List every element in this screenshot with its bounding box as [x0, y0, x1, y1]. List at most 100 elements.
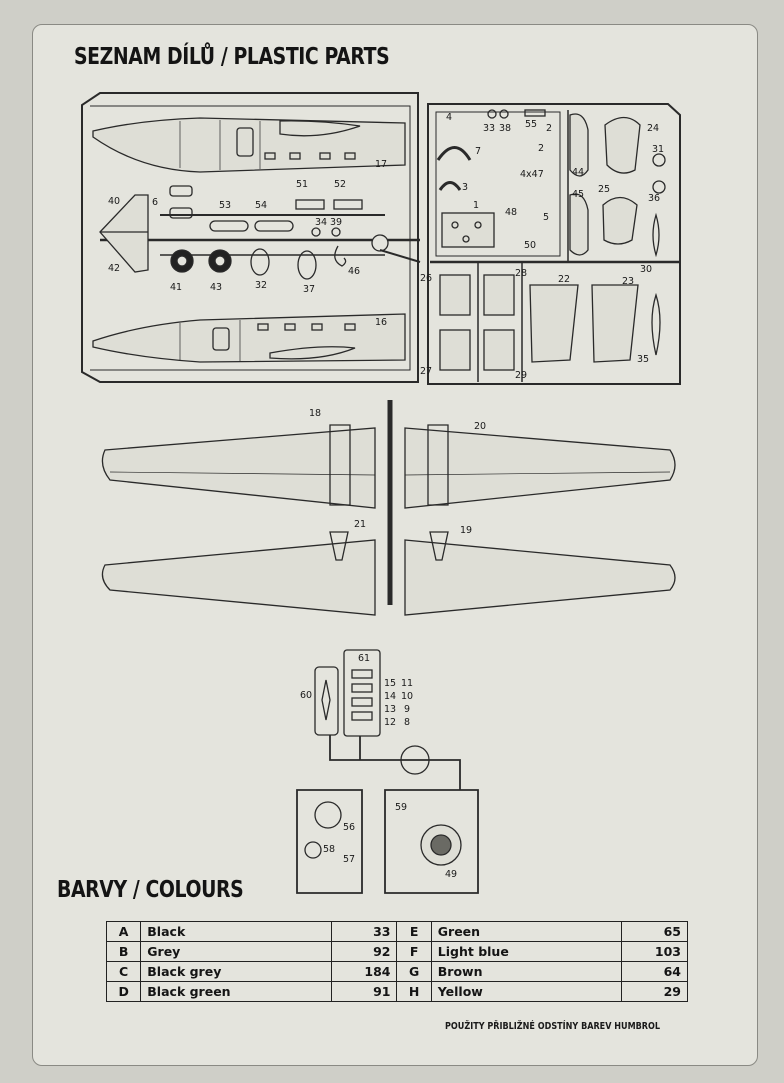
- part-label-30: 30: [640, 264, 652, 275]
- part-label-51: 51: [296, 179, 308, 190]
- part-label-26: 26: [420, 273, 432, 284]
- part-label-32: 32: [255, 280, 267, 291]
- part-label-50: 50: [524, 240, 536, 251]
- colour-row: B Grey 92 F Light blue 103: [105, 941, 688, 962]
- part-label-43: 43: [210, 282, 222, 293]
- part-label-59: 59: [395, 802, 407, 813]
- colours-title: BARVY / COLOURS: [57, 877, 244, 903]
- part-label-3: 3: [462, 182, 468, 193]
- part-label-37: 37: [303, 284, 315, 295]
- humbrol-number: 92: [330, 941, 398, 962]
- part-label-28: 28: [515, 268, 527, 279]
- part-label-18: 18: [309, 408, 321, 419]
- parts-title: SEZNAM DÍLŮ / PLASTIC PARTS: [74, 44, 390, 70]
- colour-name: Light blue: [430, 941, 623, 962]
- part-label-6: 6: [152, 197, 158, 208]
- part-labels: 17 16 40 42 6 53 54 51 52 34 39 41 43 32…: [108, 112, 664, 880]
- part-label-49: 49: [445, 869, 457, 880]
- part-label-14: 14: [384, 691, 396, 702]
- humbrol-number: 29: [621, 981, 688, 1002]
- humbrol-footnote: POUŽITY PŘIBLIŽNÉ ODSTÍNY BAREV HUMBROL: [445, 1021, 660, 1032]
- part-label-57: 57: [343, 854, 355, 865]
- part-label-42: 42: [108, 263, 120, 274]
- part-label-5: 5: [543, 212, 549, 223]
- colour-code: E: [396, 921, 432, 942]
- colour-name: Black green: [140, 981, 332, 1002]
- colour-code: G: [396, 961, 432, 982]
- part-label-46: 46: [348, 266, 360, 277]
- part-label-47: 4x47: [520, 169, 544, 180]
- part-label-54: 54: [255, 200, 267, 211]
- part-label-27: 27: [420, 366, 432, 377]
- colour-code: B: [105, 941, 142, 962]
- part-label-61: 61: [358, 653, 370, 664]
- part-label-23: 23: [622, 276, 634, 287]
- colour-name: Yellow: [430, 981, 623, 1002]
- humbrol-number: 91: [330, 981, 398, 1002]
- humbrol-number: 64: [621, 961, 688, 982]
- part-label-48: 48: [505, 207, 517, 218]
- part-label-11: 11: [401, 678, 413, 689]
- part-label-44: 44: [572, 167, 584, 178]
- part-label-9: 9: [404, 704, 410, 715]
- wing-lower-right-19: [404, 531, 676, 616]
- colour-name: Black: [140, 921, 332, 942]
- humbrol-number: 184: [330, 961, 398, 982]
- part-label-16: 16: [375, 317, 387, 328]
- part-label-40: 40: [108, 196, 120, 207]
- humbrol-number: 65: [621, 921, 688, 942]
- part-label-10: 10: [401, 691, 413, 702]
- part-label-13: 13: [384, 704, 396, 715]
- fuselage-half-17: [92, 117, 406, 173]
- colour-code: A: [105, 921, 142, 942]
- part-label-36: 36: [648, 193, 660, 204]
- part-label-52: 52: [334, 179, 346, 190]
- colour-code: D: [105, 981, 142, 1002]
- colour-name: Brown: [430, 961, 623, 982]
- colour-code: F: [396, 941, 432, 962]
- colour-table: A Black 33 E Green 65 B Grey 92 F Light …: [105, 921, 688, 1002]
- part-label-20: 20: [474, 421, 486, 432]
- sprue-frame-fuselage: [81, 92, 421, 383]
- part-label-53: 53: [219, 200, 231, 211]
- part-label-33: 33: [483, 123, 495, 134]
- humbrol-number: 33: [330, 921, 398, 942]
- part-label-2a: 2: [546, 123, 552, 134]
- fuselage-half-16: [92, 313, 406, 363]
- part-label-31: 31: [652, 144, 664, 155]
- part-label-25: 25: [598, 184, 610, 195]
- colour-row: C Black grey 184 G Brown 64: [105, 961, 688, 982]
- part-label-29: 29: [515, 370, 527, 381]
- part-label-4: 4: [446, 112, 452, 123]
- part-label-22: 22: [558, 274, 570, 285]
- colour-name: Green: [430, 921, 623, 942]
- humbrol-number: 103: [621, 941, 688, 962]
- sprue-frame-clear-parts: [296, 649, 479, 894]
- part-label-56: 56: [343, 822, 355, 833]
- part-label-60: 60: [300, 690, 312, 701]
- part-label-19: 19: [460, 525, 472, 536]
- part-label-45: 45: [572, 189, 584, 200]
- wing-lower-left-21: [101, 531, 376, 616]
- part-label-39: 39: [330, 217, 342, 228]
- colour-code: H: [396, 981, 432, 1002]
- part-label-24: 24: [647, 123, 659, 134]
- part-label-55: 55: [525, 119, 537, 130]
- part-label-17: 17: [375, 159, 387, 170]
- part-label-41: 41: [170, 282, 182, 293]
- colour-row: D Black green 91 H Yellow 29: [105, 981, 688, 1002]
- colour-name: Black grey: [140, 961, 332, 982]
- colour-name: Grey: [140, 941, 332, 962]
- part-label-2b: 2: [538, 143, 544, 154]
- sprue-frame-small-parts: [427, 103, 681, 385]
- part-label-35: 35: [637, 354, 649, 365]
- part-label-1: 1: [473, 200, 479, 211]
- part-label-15: 15: [384, 678, 396, 689]
- part-label-8: 8: [404, 717, 410, 728]
- part-label-21: 21: [354, 519, 366, 530]
- small-parts-frame-a: [99, 185, 363, 280]
- colour-code: C: [105, 961, 142, 982]
- colour-row: A Black 33 E Green 65: [105, 921, 688, 942]
- part-label-12: 12: [384, 717, 396, 728]
